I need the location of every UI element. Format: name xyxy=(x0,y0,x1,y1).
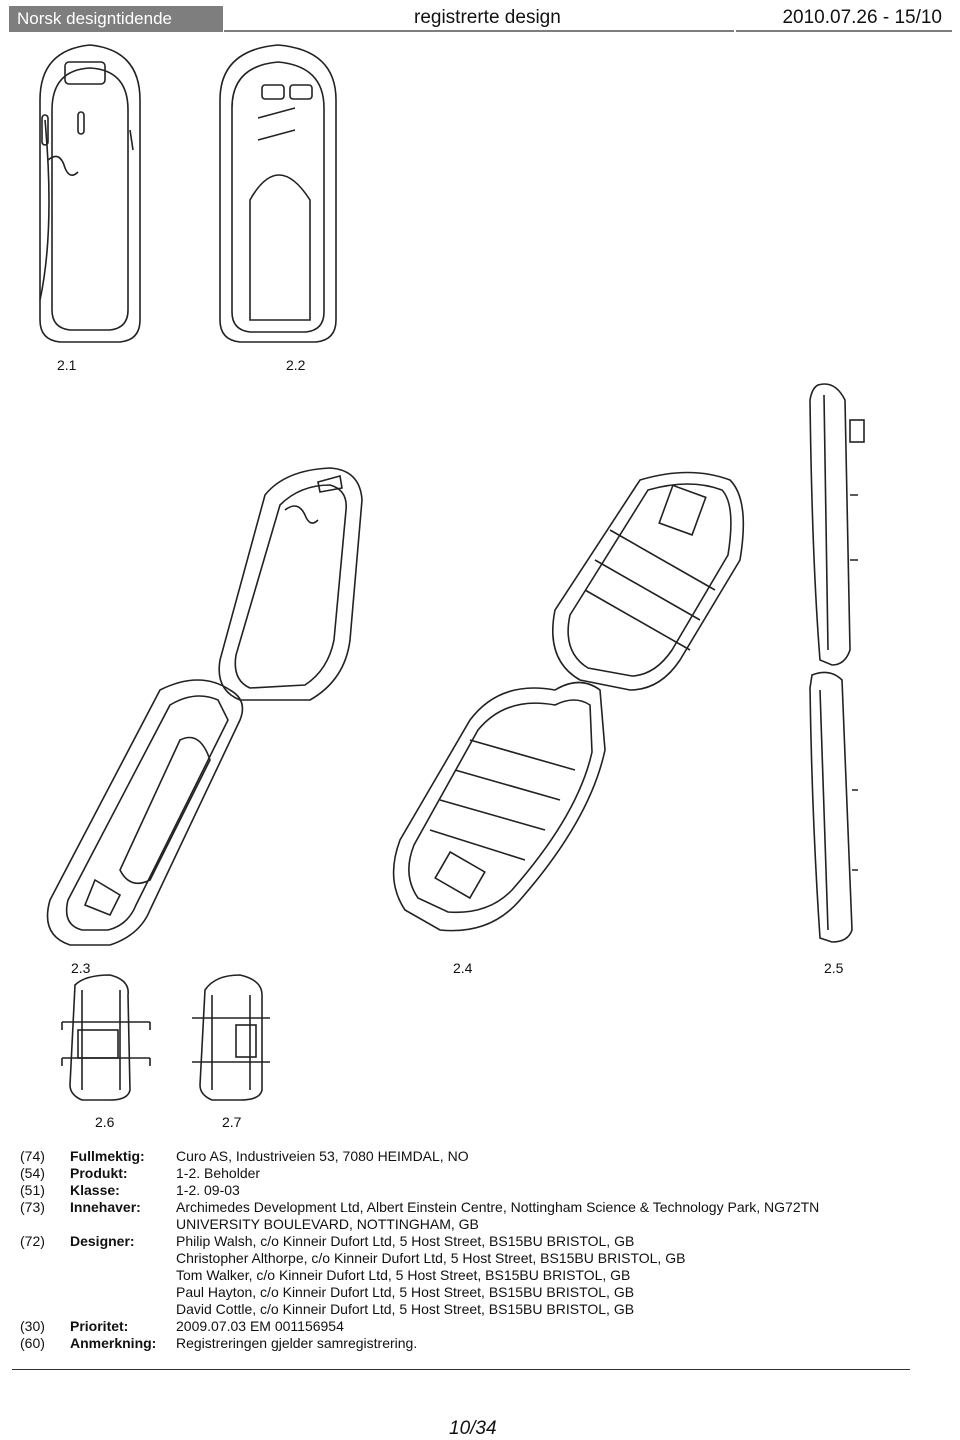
publication-logo: Norsk designtidende xyxy=(9,6,223,32)
figure-label-2-3: 2.3 xyxy=(71,960,91,976)
designer-5: David Cottle, c/o Kinneir Dufort Ltd, 5 … xyxy=(176,1301,635,1317)
section-title: registrerte design xyxy=(414,7,561,28)
field-designer: (72) Designer: Philip Walsh, c/o Kinneir… xyxy=(20,1233,635,1249)
footer-divider xyxy=(12,1369,910,1370)
drawing-2-6 xyxy=(61,974,151,1101)
drawing-2-5 xyxy=(809,383,865,943)
figure-label-2-5: 2.5 xyxy=(824,960,844,976)
design-drawings xyxy=(39,44,865,1101)
field-product: (54) Produkt: 1-2. Beholder xyxy=(20,1165,261,1181)
issue-date: 2010.07.26 - 15/10 xyxy=(782,7,942,28)
figure-label-2-1: 2.1 xyxy=(57,357,77,373)
page-header: Norsk designtidende registrerte design 2… xyxy=(9,6,952,32)
designer-4: Paul Hayton, c/o Kinneir Dufort Ltd, 5 H… xyxy=(176,1284,635,1300)
section-title-box: registrerte design xyxy=(224,6,734,32)
field-attorney: (74) Fullmektig: Curo AS, Industriveien … xyxy=(20,1148,469,1164)
field-class: (51) Klasse: 1-2. 09-03 xyxy=(20,1182,240,1198)
figure-label-2-2: 2.2 xyxy=(286,357,306,373)
page-number: 10/34 xyxy=(449,1418,497,1439)
designer-2: Christopher Althorpe, c/o Kinneir Dufort… xyxy=(176,1250,686,1266)
designer-3: Tom Walker, c/o Kinneir Dufort Ltd, 5 Ho… xyxy=(176,1267,631,1283)
drawing-2-2 xyxy=(219,44,337,343)
drawing-2-4 xyxy=(392,471,745,932)
drawing-2-1 xyxy=(39,44,141,343)
registration-details: (74) Fullmektig: Curo AS, Industriveien … xyxy=(20,1148,876,1352)
field-remark: (60) Anmerkning: Registreringen gjelder … xyxy=(20,1335,418,1351)
figure-label-2-6: 2.6 xyxy=(95,1114,115,1130)
owner-address-line-2: UNIVERSITY BOULEVARD, NOTTINGHAM, GB xyxy=(176,1216,479,1232)
field-priority: (30) Prioritet: 2009.07.03 EM 001156954 xyxy=(20,1318,344,1334)
drawing-2-3 xyxy=(46,467,363,946)
drawing-2-7 xyxy=(192,974,270,1101)
issue-date-box: 2010.07.26 - 15/10 xyxy=(736,6,952,32)
figure-label-2-4: 2.4 xyxy=(453,960,473,976)
field-owner: (73) Innehaver: Archimedes Development L… xyxy=(20,1199,820,1215)
figure-label-2-7: 2.7 xyxy=(222,1114,242,1130)
